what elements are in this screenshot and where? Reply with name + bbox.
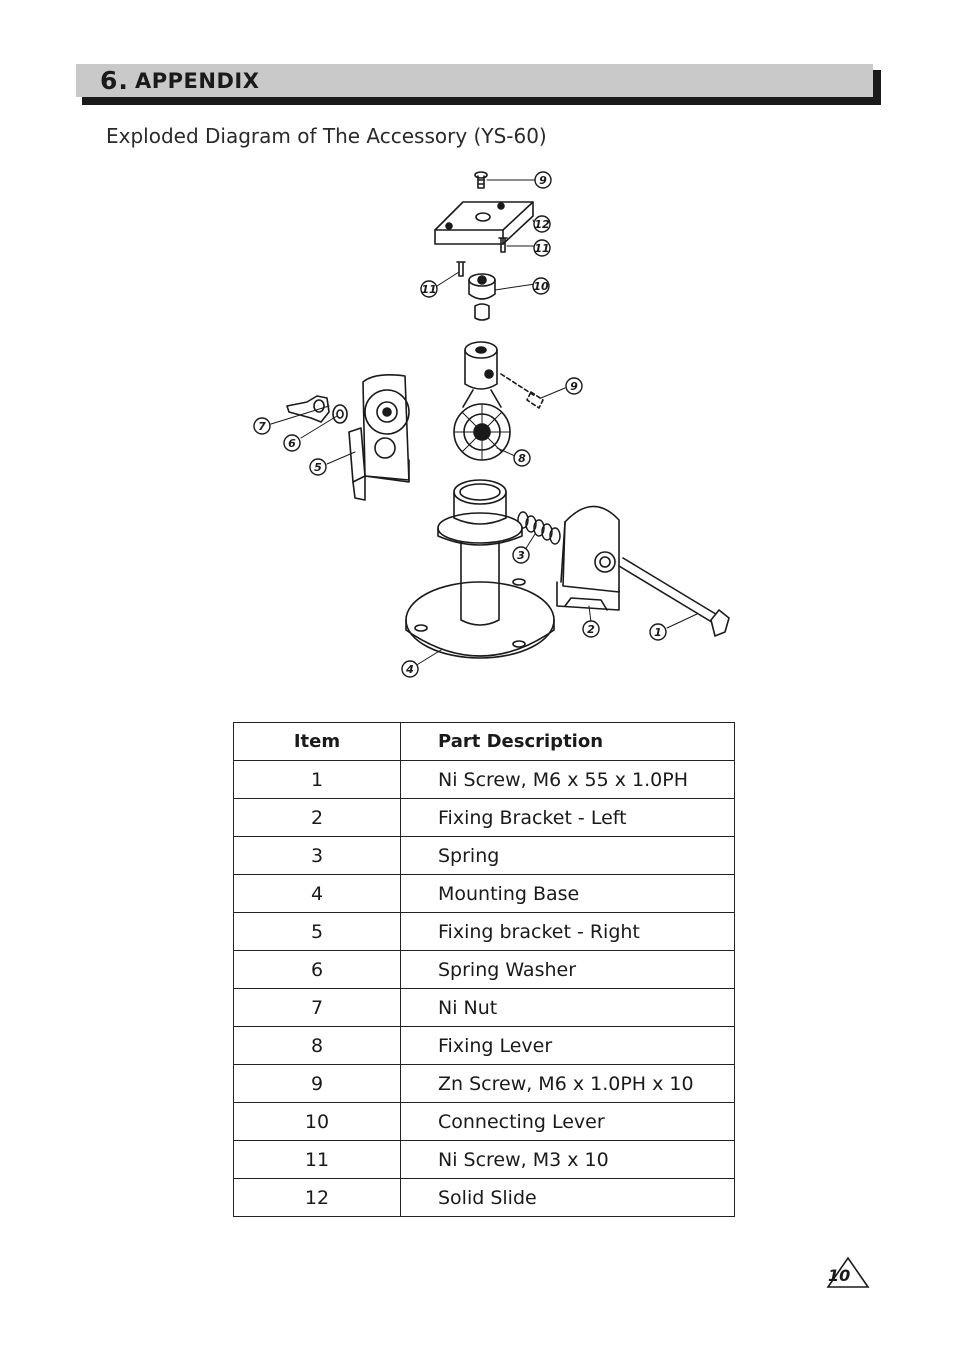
callout-5: 5 [309,458,327,476]
svg-text:4: 4 [405,663,414,676]
svg-text:5: 5 [314,461,322,474]
diagram-caption: Exploded Diagram of The Accessory (YS-60… [106,124,547,148]
svg-text:11: 11 [421,283,436,296]
item-number: 8 [233,1026,401,1065]
callout-3: 3 [512,546,530,564]
part-description: Fixing Bracket - Left [400,798,735,837]
svg-text:9: 9 [539,174,547,187]
fixing-bracket-left-icon [556,505,620,611]
small-screw-icon [456,261,466,277]
section-title: APPENDIX [135,69,260,93]
header-shadow [82,97,881,105]
callout-11-left: 11 [420,280,438,298]
section-number: 6. [100,66,129,95]
item-number: 2 [233,798,401,837]
part-description: Zn Screw, M6 x 1.0PH x 10 [400,1064,735,1103]
callout-2: 2 [582,620,600,638]
svg-text:6: 6 [288,437,296,450]
svg-text:1: 1 [654,626,662,639]
item-number: 11 [233,1140,401,1179]
mounting-base-icon [405,479,555,659]
part-description: Mounting Base [400,874,735,913]
part-description: Fixing Lever [400,1026,735,1065]
callout-1: 1 [649,623,667,641]
callout-9-side: 9 [565,377,583,395]
part-description: Ni Screw, M6 x 55 x 1.0PH [400,760,735,799]
svg-text:7: 7 [258,420,266,433]
header-shadow [873,70,881,105]
long-screw-icon [618,557,730,637]
callout-12: 12 [533,215,551,233]
item-number: 9 [233,1064,401,1103]
spring-icon [517,511,561,545]
top-screw-icon [474,171,488,189]
part-description: Connecting Lever [400,1102,735,1141]
fixing-lever-icon [453,341,511,461]
item-number: 5 [233,912,401,951]
callout-9-top: 9 [534,171,552,189]
callout-6: 6 [283,434,301,452]
page-number-badge: 10 [826,1256,870,1290]
svg-text:9: 9 [570,380,578,393]
svg-text:12: 12 [534,218,550,231]
svg-text:2: 2 [587,623,595,636]
page-triangle-icon [826,1256,870,1288]
page-number: 10 [828,1266,851,1285]
part-description: Ni Screw, M3 x 10 [400,1140,735,1179]
item-number: 6 [233,950,401,989]
connecting-lever-icon [468,273,496,321]
exploded-diagram: 9 12 11 10 11 9 8 7 6 5 3 2 1 4 [253,171,730,678]
item-number: 7 [233,988,401,1027]
column-header-item: Item [233,722,401,761]
svg-text:10: 10 [533,280,549,293]
item-number: 3 [233,836,401,875]
part-description: Fixing bracket - Right [400,912,735,951]
side-screw-icon [500,373,544,409]
item-number: 1 [233,760,401,799]
table-header-row: Item Part Description [233,722,735,761]
callout-4: 4 [401,660,419,678]
fixing-bracket-right-icon [348,374,410,501]
svg-text:3: 3 [517,549,525,562]
column-header-description: Part Description [400,722,735,761]
item-number: 12 [233,1178,401,1217]
part-description: Solid Slide [400,1178,735,1217]
callout-11-right: 11 [533,239,551,257]
part-description: Spring Washer [400,950,735,989]
spring-washer-icon [332,404,348,424]
item-number: 4 [233,874,401,913]
small-screw-icon [498,237,508,253]
svg-text:8: 8 [518,452,526,465]
callout-8: 8 [513,449,531,467]
section-header-bar [76,64,873,97]
part-description: Ni Nut [400,988,735,1027]
solid-slide-icon [434,201,534,245]
item-number: 10 [233,1102,401,1141]
callout-7: 7 [253,417,271,435]
svg-text:11: 11 [534,242,549,255]
callout-10: 10 [532,277,550,295]
nut-icon [286,395,330,423]
part-description: Spring [400,836,735,875]
